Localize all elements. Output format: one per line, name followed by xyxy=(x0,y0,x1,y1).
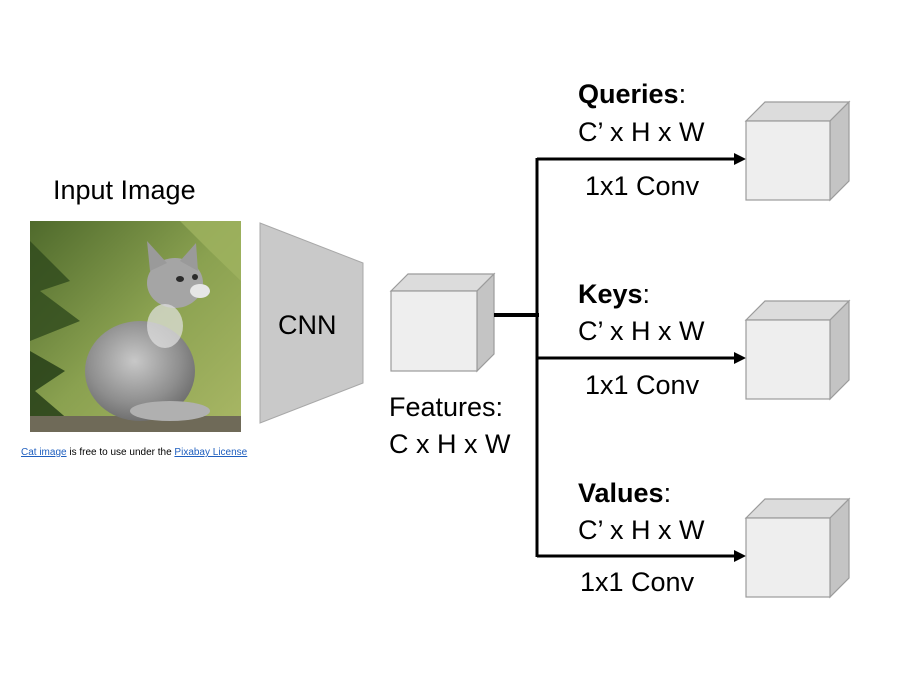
arrow-values xyxy=(537,550,746,562)
queries-title: Queries: xyxy=(578,78,686,110)
image-credit: Cat image is free to use under the Pixab… xyxy=(21,447,247,459)
features-cube xyxy=(389,272,496,373)
values-name: Values xyxy=(578,478,664,508)
keys-colon: : xyxy=(642,279,651,309)
arrow-keys xyxy=(537,352,746,364)
queries-op: 1x1 Conv xyxy=(585,171,700,201)
queries-colon: : xyxy=(678,79,687,109)
queries-cube xyxy=(744,100,851,202)
pixabay-license-link[interactable]: Pixabay License xyxy=(174,447,248,458)
values-dims: C’ x H x W xyxy=(578,515,705,545)
queries-name: Queries xyxy=(578,79,679,109)
values-op: 1x1 Conv xyxy=(580,567,695,597)
queries-dims: C’ x H x W xyxy=(578,117,705,147)
keys-dims: C’ x H x W xyxy=(578,316,705,346)
input-image-title: Input Image xyxy=(53,175,196,205)
values-cube xyxy=(744,497,851,599)
features-label: Features: xyxy=(389,392,504,422)
features-dims: C x H x W xyxy=(389,429,511,459)
keys-title: Keys: xyxy=(578,278,650,310)
keys-op: 1x1 Conv xyxy=(585,370,700,400)
keys-name: Keys xyxy=(578,279,643,309)
cat-image xyxy=(30,221,241,432)
keys-cube xyxy=(744,299,851,401)
values-title: Values: xyxy=(578,477,671,509)
values-colon: : xyxy=(663,478,672,508)
cnn-label: CNN xyxy=(278,310,337,340)
cat-image-link[interactable]: Cat image xyxy=(21,447,67,458)
cnn-block xyxy=(259,222,364,424)
arrow-queries xyxy=(537,153,746,165)
credit-text: is free to use under the xyxy=(66,447,175,458)
